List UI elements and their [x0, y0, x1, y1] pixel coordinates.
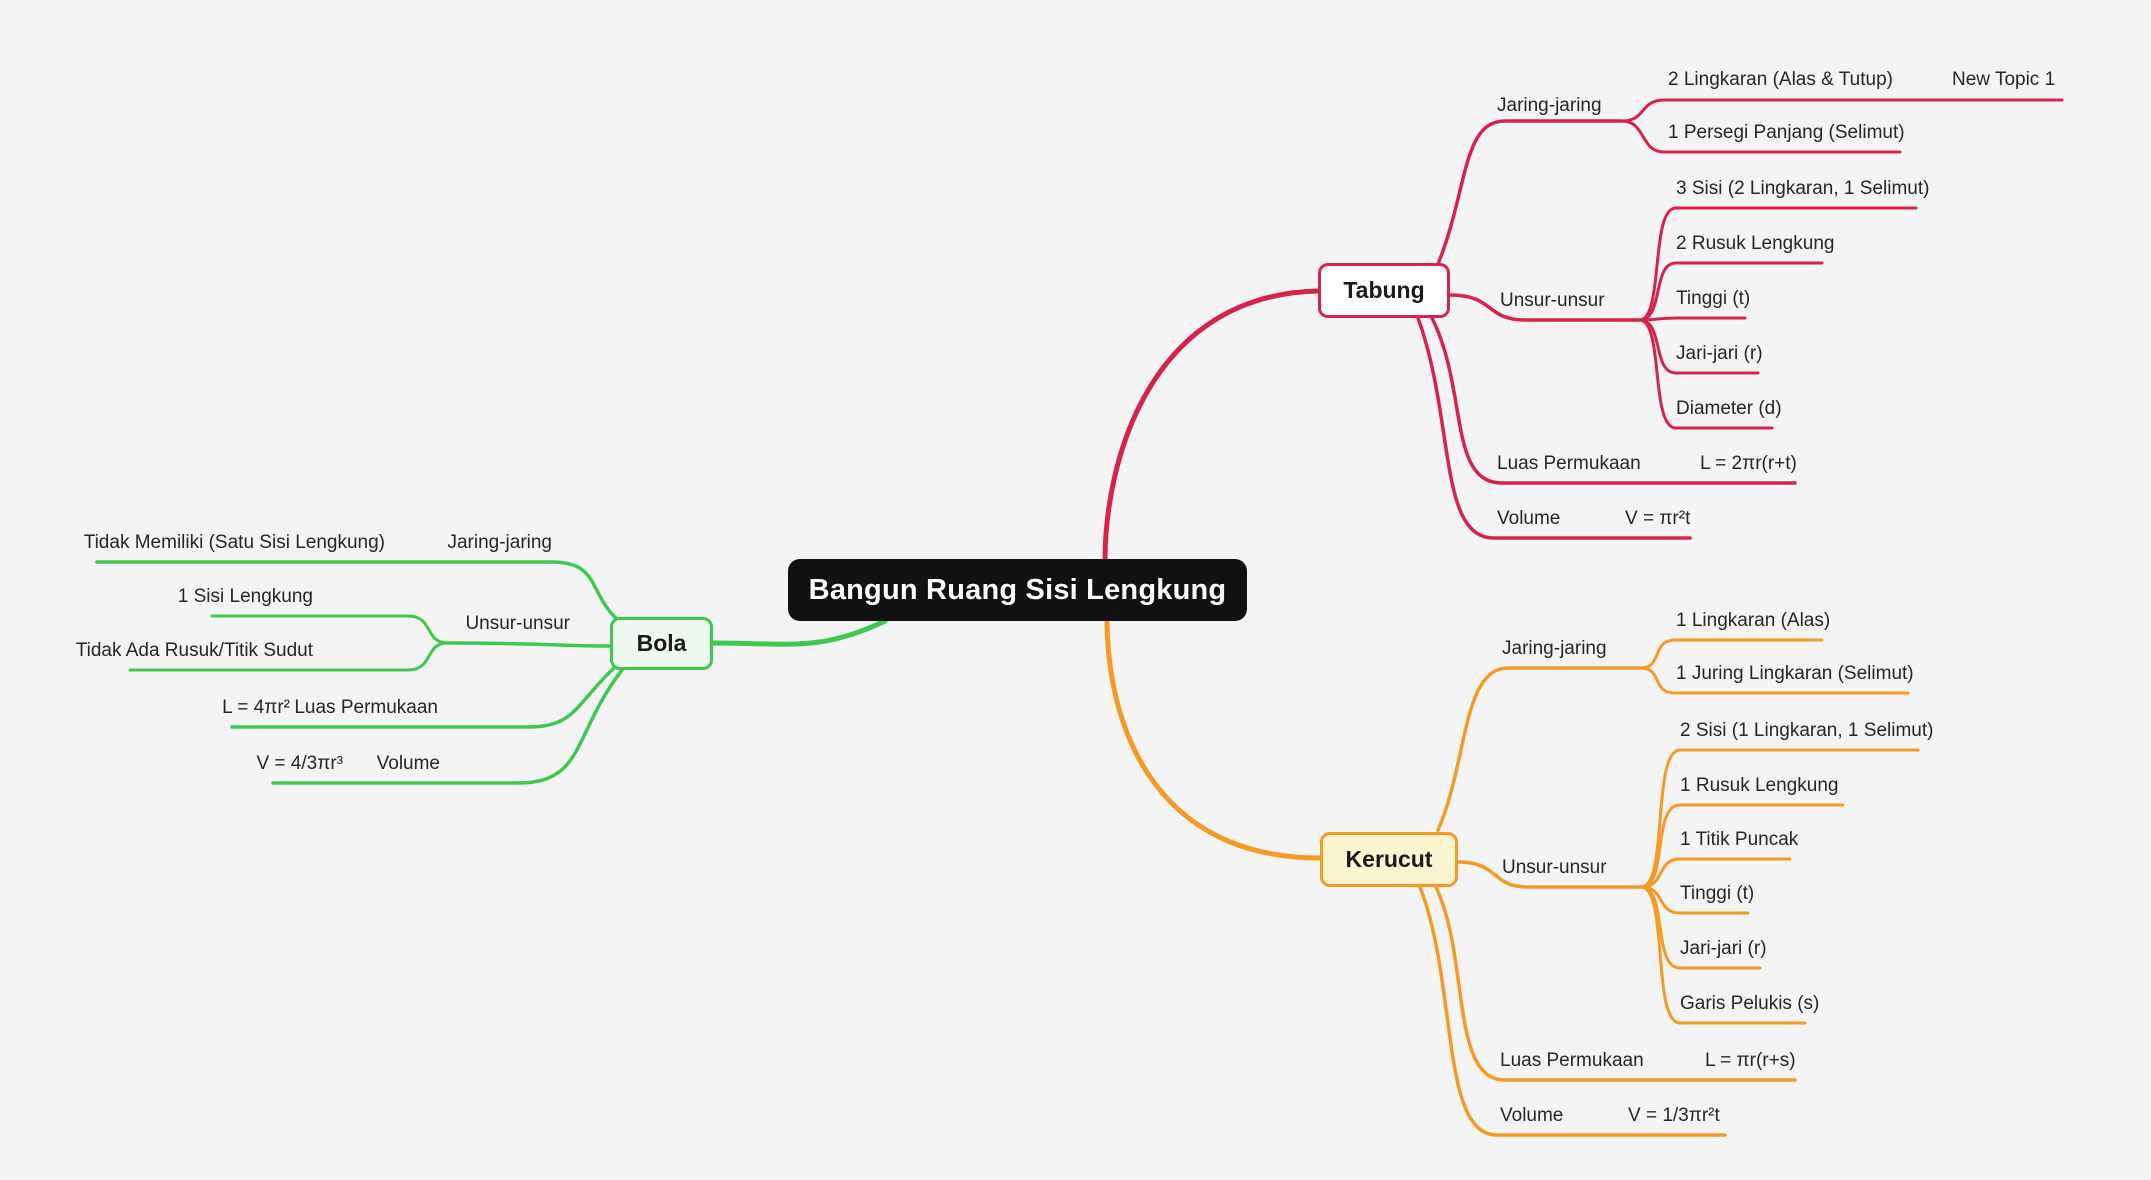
root-topic[interactable]: Bangun Ruang Sisi Lengkung	[788, 559, 1247, 621]
kerucut-luas-line	[1434, 885, 1797, 1082]
bola-luas-formula[interactable]: L = 4πr²	[222, 697, 290, 718]
kerucut-jaring-line	[1436, 666, 1642, 832]
tabung-volume-line	[1416, 316, 1692, 540]
tabung-volume-formula[interactable]: V = πr²t	[1625, 508, 1691, 529]
kerucut-unsur-child1-line	[1640, 748, 1920, 889]
tabung-unsur-child1[interactable]: 3 Sisi (2 Lingkaran, 1 Selimut)	[1676, 178, 1930, 199]
bola-jaring-label[interactable]: Jaring-jaring	[447, 532, 552, 553]
bola-volume-line	[271, 668, 624, 785]
tabung-unsur-child5-line	[1638, 318, 1774, 430]
tabung-jaring-label[interactable]: Jaring-jaring	[1497, 95, 1602, 116]
tabung-jaring-child2[interactable]: 1 Persegi Panjang (Selimut)	[1668, 122, 1905, 143]
kerucut-jaring-child1[interactable]: 1 Lingkaran (Alas)	[1676, 610, 1831, 631]
topic-tabung[interactable]: Tabung	[1318, 263, 1450, 318]
kerucut-unsur-child1[interactable]: 2 Sisi (1 Lingkaran, 1 Selimut)	[1680, 720, 1934, 741]
bola-main-branch	[710, 618, 888, 647]
tabung-unsur-label[interactable]: Unsur-unsur	[1500, 290, 1605, 311]
kerucut-unsur-child5[interactable]: Jari-jari (r)	[1680, 938, 1767, 959]
kerucut-unsur-child6[interactable]: Garis Pelukis (s)	[1680, 993, 1820, 1014]
kerucut-jaring-child2-line	[1638, 666, 1910, 695]
topic-bola-label: Bola	[636, 630, 687, 656]
tabung-main-branch	[1102, 288, 1321, 564]
tabung-luas-formula[interactable]: L = 2πr(r+t)	[1700, 453, 1797, 474]
kerucut-unsur-child3[interactable]: 1 Titik Puncak	[1680, 829, 1799, 850]
kerucut-unsur-line	[1456, 860, 1644, 889]
topic-kerucut[interactable]: Kerucut	[1320, 832, 1458, 887]
bola-luas-label[interactable]: Luas Permukaan	[294, 697, 438, 718]
bola-volume-label[interactable]: Volume	[376, 753, 440, 774]
kerucut-unsur-child4[interactable]: Tinggi (t)	[1680, 883, 1755, 904]
kerucut-unsur-child3-line	[1640, 857, 1792, 889]
topic-bola[interactable]: Bola	[610, 617, 713, 670]
tabung-unsur-child4[interactable]: Jari-jari (r)	[1676, 343, 1763, 364]
kerucut-luas-label[interactable]: Luas Permukaan	[1500, 1050, 1644, 1071]
kerucut-volume-label[interactable]: Volume	[1500, 1105, 1564, 1126]
tabung-unsur-child3[interactable]: Tinggi (t)	[1676, 288, 1751, 309]
bola-luas-line	[230, 666, 616, 729]
bola-unsur-child1-line	[210, 614, 450, 645]
kerucut-volume-formula[interactable]: V = 1/3πr²t	[1628, 1105, 1720, 1126]
bola-unsur-line	[446, 641, 612, 648]
kerucut-main-branch	[1104, 616, 1323, 861]
tabung-jaring-child1-line	[1620, 98, 2064, 123]
tabung-unsur-child1-line	[1638, 206, 1918, 322]
kerucut-volume-line	[1418, 885, 1727, 1137]
tabung-luas-line	[1430, 316, 1797, 485]
tabung-jaring-child1[interactable]: 2 Lingkaran (Alas & Tutup)	[1668, 69, 1893, 90]
bola-unsur-child2-line	[128, 641, 450, 672]
bola-unsur-child2[interactable]: Tidak Ada Rusuk/Titik Sudut	[75, 640, 313, 661]
kerucut-jaring-label[interactable]: Jaring-jaring	[1502, 638, 1607, 659]
topic-tabung-label: Tabung	[1343, 277, 1425, 303]
kerucut-unsur-child6-line	[1640, 885, 1807, 1025]
bola-jaring-child1[interactable]: Tidak Memiliki (Satu Sisi Lengkung)	[83, 532, 385, 553]
tabung-unsur-child5[interactable]: Diameter (d)	[1676, 398, 1782, 419]
kerucut-jaring-child2[interactable]: 1 Juring Lingkaran (Selimut)	[1676, 663, 1914, 684]
kerucut-luas-formula[interactable]: L = πr(r+s)	[1705, 1050, 1796, 1071]
tabung-luas-label[interactable]: Luas Permukaan	[1497, 453, 1641, 474]
tabung-unsur-child3-line	[1638, 316, 1747, 322]
kerucut-unsur-child2[interactable]: 1 Rusuk Lengkung	[1680, 775, 1839, 796]
tabung-volume-label[interactable]: Volume	[1497, 508, 1561, 529]
kerucut-jaring-child1-line	[1638, 638, 1824, 670]
bola-unsur-child1[interactable]: 1 Sisi Lengkung	[177, 586, 313, 607]
topic-kerucut-label: Kerucut	[1345, 846, 1433, 872]
tabung-jaring-child2-line	[1620, 119, 1902, 154]
bola-unsur-label[interactable]: Unsur-unsur	[465, 613, 570, 634]
tabung-jaring-line	[1436, 119, 1624, 266]
tabung-unsur-child2[interactable]: 2 Rusuk Lengkung	[1676, 233, 1835, 254]
tabung-unsur-child2-line	[1638, 261, 1824, 322]
tabung-jaring-grandchild[interactable]: New Topic 1	[1952, 69, 2056, 90]
tabung-unsur-line	[1448, 293, 1642, 322]
kerucut-unsur-label[interactable]: Unsur-unsur	[1502, 857, 1607, 878]
bola-jaring-line	[95, 560, 620, 622]
bola-volume-formula[interactable]: V = 4/3πr³	[256, 753, 343, 774]
kerucut-unsur-child2-line	[1640, 803, 1845, 889]
root-topic-label: Bangun Ruang Sisi Lengkung	[808, 573, 1227, 606]
